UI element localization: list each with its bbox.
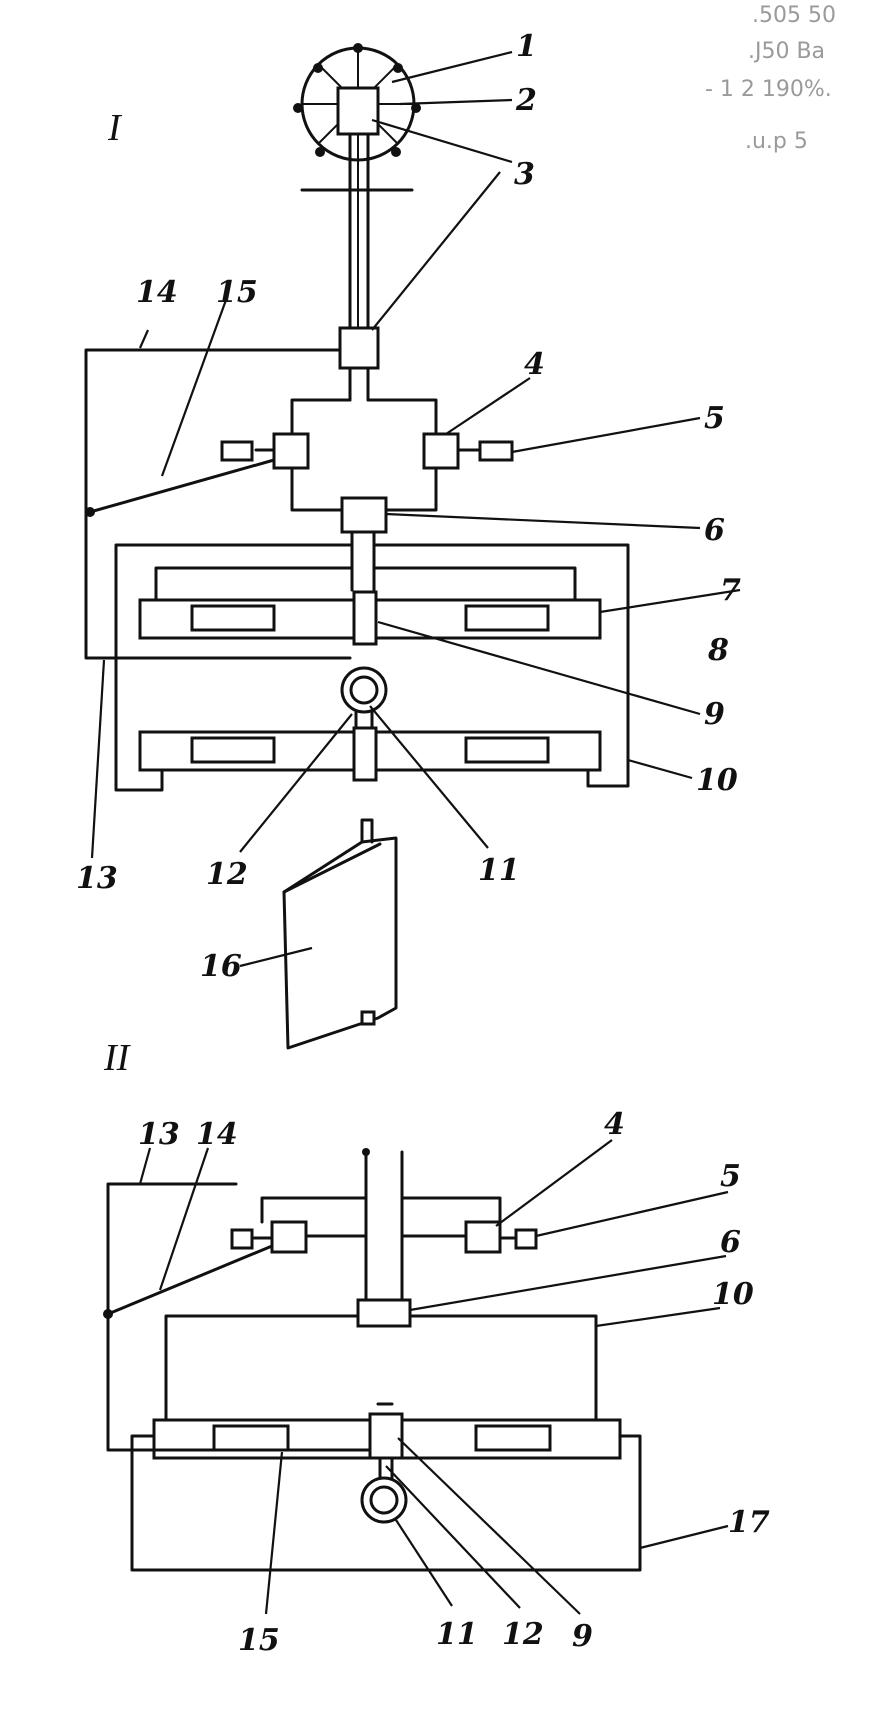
panel-two-label: II [103, 1037, 132, 1079]
margin-note: .505 50 [752, 3, 836, 28]
hub-block-2 [368, 1412, 404, 1460]
label-17: 17 [728, 1505, 770, 1540]
label-6-2: 6 [720, 1225, 741, 1260]
upper-left-blade [190, 604, 276, 632]
label-3: 3 [514, 157, 535, 192]
panel-two: II [103, 1037, 770, 1658]
wire-15 [88, 458, 276, 514]
label-15-2: 15 [238, 1623, 280, 1658]
label-5: 5 [704, 401, 725, 436]
label-13-2: 13 [138, 1117, 180, 1152]
margin-notes: .505 50 .J50 Ba - 1 2 190%. .u.p 5 [705, 3, 836, 154]
label-14-2: 14 [196, 1117, 238, 1152]
drive-ring-2 [360, 1476, 408, 1524]
upper-hub-block [352, 590, 378, 646]
outer-frame-17 [130, 1434, 642, 1572]
panel-one-label: I [107, 107, 123, 149]
right-actuator-2 [464, 1220, 502, 1254]
label-10-2: 10 [712, 1277, 754, 1312]
wire-14 [84, 348, 342, 660]
upper-hub [336, 86, 380, 136]
label-6: 6 [704, 513, 725, 548]
label-13: 13 [76, 861, 118, 896]
label-11: 11 [478, 853, 520, 888]
label-14: 14 [136, 275, 178, 310]
margin-note: .J50 Ba [748, 39, 825, 64]
right-blade-2 [474, 1424, 552, 1452]
label-12-2: 12 [502, 1617, 544, 1652]
label-4: 4 [524, 347, 545, 382]
wire-13-2 [106, 1182, 372, 1452]
lower-hub-block [352, 726, 378, 782]
drive-ring [340, 666, 388, 714]
left-actuator-cap-2 [230, 1228, 254, 1250]
panel-one: I [76, 29, 741, 1050]
label-9-2: 9 [572, 1619, 593, 1654]
label-2: 2 [515, 83, 537, 118]
label-11-2: 11 [436, 1617, 478, 1652]
label-1: 1 [516, 29, 537, 64]
wire-14-2 [106, 1244, 274, 1316]
upper-right-blade [464, 604, 550, 632]
right-actuator-cap-2 [514, 1228, 538, 1250]
margin-note: .u.p 5 [745, 129, 808, 154]
left-blade-2 [212, 1424, 290, 1452]
blade-detail [282, 818, 398, 1050]
label-16: 16 [200, 949, 242, 984]
label-9: 9 [704, 697, 725, 732]
right-actuator [422, 432, 460, 470]
label-5-2: 5 [720, 1159, 741, 1194]
left-actuator-2 [270, 1220, 308, 1254]
left-actuator [272, 432, 310, 470]
margin-note: - 1 2 190%. [705, 77, 832, 102]
lower-left-blade [190, 736, 276, 764]
label-4-2: 4 [604, 1107, 625, 1142]
coupling-2 [356, 1298, 412, 1328]
lower-coupling [340, 496, 388, 534]
right-actuator-cap [478, 440, 514, 462]
label-12: 12 [206, 857, 248, 892]
label-8: 8 [707, 633, 729, 668]
label-10: 10 [696, 763, 738, 798]
label-7: 7 [720, 573, 741, 608]
lower-right-blade [464, 736, 550, 764]
label-15: 15 [216, 275, 258, 310]
left-actuator-cap [220, 440, 254, 462]
shaft-coupling [338, 326, 380, 370]
